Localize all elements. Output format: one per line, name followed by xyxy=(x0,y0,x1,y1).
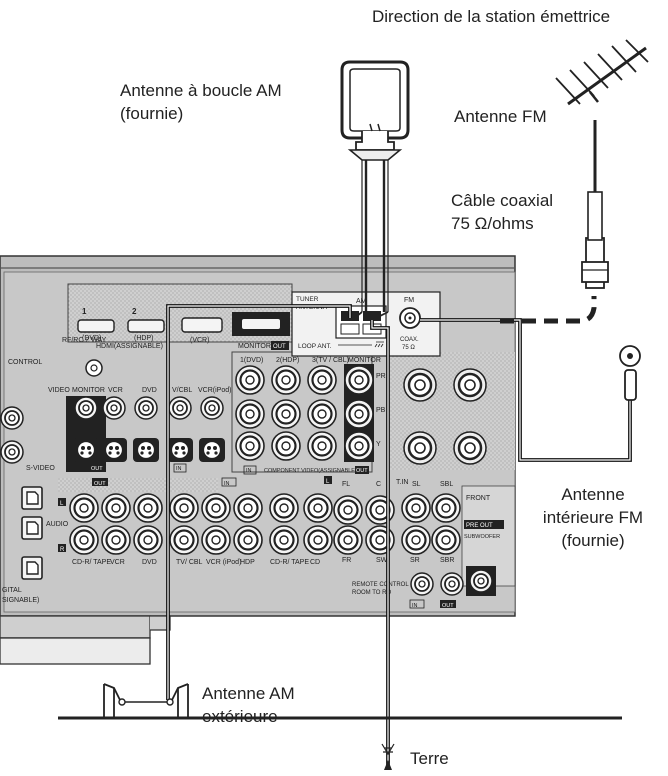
am-outdoor-antenna xyxy=(103,683,189,718)
label-fm-antenna: Antenne FM xyxy=(454,107,547,126)
svg-text:SR: SR xyxy=(410,557,420,564)
svg-text:VCR (iPod): VCR (iPod) xyxy=(206,559,241,566)
am-outdoor-wire xyxy=(166,304,352,700)
fm-coax-cable xyxy=(500,120,609,324)
svg-text:2: 2 xyxy=(132,307,137,316)
hdmi-1-port: 1 (DVD) xyxy=(77,307,115,342)
svg-text:FM: FM xyxy=(404,297,414,304)
svg-text:CD-R/ TAPE: CD-R/ TAPE xyxy=(72,559,111,566)
label-station-direction: Direction de la station émettrice xyxy=(372,7,611,26)
svg-text:DVD: DVD xyxy=(142,559,157,566)
svg-text:FR: FR xyxy=(342,557,351,564)
fm-outdoor-antenna xyxy=(555,39,649,106)
svg-text:3(TV / CBL): 3(TV / CBL) xyxy=(312,357,349,364)
svg-text:TV/ CBL: TV/ CBL xyxy=(176,559,203,566)
svg-text:SBR: SBR xyxy=(440,557,454,564)
label-am-loop-antenna: Antenne à boucle AM (fournie) xyxy=(120,81,282,123)
svg-text:FRONT: FRONT xyxy=(466,495,491,502)
svg-text:MONITOR: MONITOR xyxy=(72,387,105,394)
fm-coax-terminal xyxy=(399,307,421,329)
svg-text:IN: IN xyxy=(176,466,182,472)
ground-wire xyxy=(370,320,395,770)
svg-text:2(HDP): 2(HDP) xyxy=(276,357,299,364)
svg-text:MONITOR: MONITOR xyxy=(348,357,381,364)
svg-text:1(DVD): 1(DVD) xyxy=(240,357,263,364)
svg-text:COMPONENT VIDEO(ASSIGNABLE): COMPONENT VIDEO(ASSIGNABLE) xyxy=(264,468,357,474)
svg-text:ROOM TO RO: ROOM TO RO xyxy=(352,590,391,596)
svg-text:S-VIDEO: S-VIDEO xyxy=(26,465,55,472)
svg-text:CONTROL: CONTROL xyxy=(8,359,42,366)
svg-text:75 Ω: 75 Ω xyxy=(402,345,415,351)
label-am-outdoor-antenna: Antenne AM extérieure xyxy=(202,684,295,726)
hdmi-vcr-port: (VCR) xyxy=(181,317,223,344)
svg-text:PR: PR xyxy=(376,373,386,380)
svg-text:VCR: VCR xyxy=(110,559,125,566)
svg-text:AUDIO: AUDIO xyxy=(46,521,69,528)
svg-text:SBL: SBL xyxy=(440,481,453,488)
hdmi-2-port: 2 (HDP) xyxy=(127,307,165,342)
svg-text:SIGNABLE): SIGNABLE) xyxy=(2,597,39,604)
svg-text:REMOTE CONTROL: REMOTE CONTROL xyxy=(352,582,409,588)
svg-text:(HDP): (HDP) xyxy=(134,335,153,342)
svg-text:IN: IN xyxy=(246,468,252,474)
svg-text:L: L xyxy=(326,479,330,485)
svg-text:Y: Y xyxy=(376,441,381,448)
svg-text:IN: IN xyxy=(224,481,230,487)
svg-text:MONITOR: MONITOR xyxy=(238,343,271,350)
svg-text:HDMI(ASSIGNABLE): HDMI(ASSIGNABLE) xyxy=(96,343,163,350)
svg-text:OUT: OUT xyxy=(91,466,103,472)
label-ground: Terre xyxy=(410,749,449,768)
svg-text:R: R xyxy=(60,547,65,553)
label-coax-cable: Câble coaxial 75 Ω/ohms xyxy=(451,191,554,233)
svg-text:SL: SL xyxy=(412,481,421,488)
svg-text:FL: FL xyxy=(342,481,350,488)
svg-text:VCR(iPod): VCR(iPod) xyxy=(198,387,231,394)
svg-text:VCR: VCR xyxy=(108,387,123,394)
svg-text:V/CBL: V/CBL xyxy=(172,387,192,394)
svg-text:RF/RC 2 WAY: RF/RC 2 WAY xyxy=(62,337,107,344)
am-loop-antenna xyxy=(340,60,410,321)
fm-indoor-antenna xyxy=(420,318,641,462)
svg-text:PRE OUT: PRE OUT xyxy=(466,523,493,529)
svg-text:(DVD): (DVD) xyxy=(82,335,101,342)
svg-text:OUT: OUT xyxy=(442,603,454,609)
svg-text:GITAL: GITAL xyxy=(2,587,22,594)
svg-text:1: 1 xyxy=(82,307,87,316)
svg-text:OUT: OUT xyxy=(94,481,106,487)
svg-text:HDP: HDP xyxy=(240,559,255,566)
label-fm-indoor-antenna: Antenne intérieure FM (fournie) xyxy=(542,485,644,550)
hdmi-monitor-out-port: MONITOR OUT xyxy=(232,312,290,350)
svg-text:COAX.: COAX. xyxy=(400,337,419,343)
svg-text:CD: CD xyxy=(310,559,320,566)
svg-text:(VCR): (VCR) xyxy=(190,337,209,344)
svg-text:CD-R/ TAPE: CD-R/ TAPE xyxy=(270,559,309,566)
svg-text:IN: IN xyxy=(412,603,418,609)
svg-text:C: C xyxy=(376,481,381,488)
svg-text:TUNER: TUNER xyxy=(296,296,319,303)
svg-text:PB: PB xyxy=(376,407,386,414)
svg-text:DVD: DVD xyxy=(142,387,157,394)
svg-text:AM: AM xyxy=(356,298,367,305)
svg-text:T.IN: T.IN xyxy=(396,479,408,486)
svg-text:OUT: OUT xyxy=(273,344,286,350)
receiver-rear-panel: 1 (DVD) 2 (HDP) HDMI(ASSIGNABLE) (VCR) M… xyxy=(0,255,516,665)
svg-text:LOOP ANT.: LOOP ANT. xyxy=(298,343,332,350)
svg-text:SW: SW xyxy=(376,557,388,564)
svg-text:OUT: OUT xyxy=(356,468,368,474)
svg-text:L: L xyxy=(60,501,64,507)
svg-text:VIDEO: VIDEO xyxy=(48,387,70,394)
svg-text:SUBWOOFER: SUBWOOFER xyxy=(464,534,500,540)
